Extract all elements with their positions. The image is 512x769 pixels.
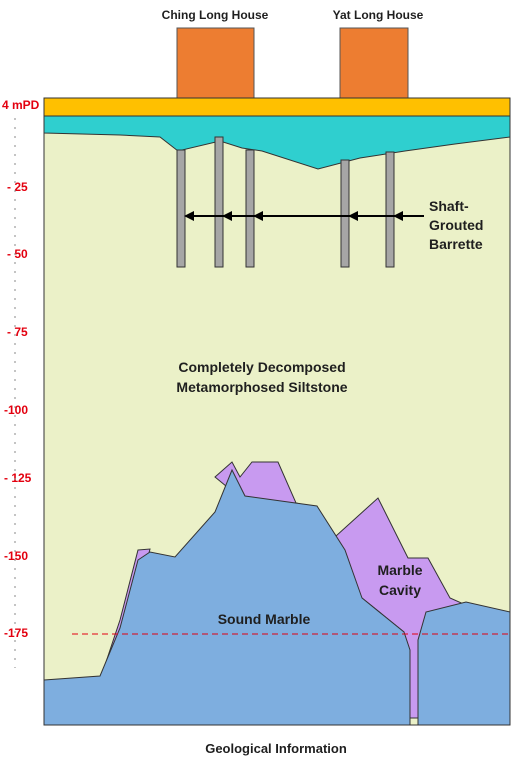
yat-long-house xyxy=(339,27,409,99)
barrette-label-line2: Grouted xyxy=(429,217,483,233)
barrette-2 xyxy=(214,136,224,268)
arrowhead-4 xyxy=(348,211,358,221)
elevation-label-75: - 75 xyxy=(7,325,28,339)
barrette-4 xyxy=(340,159,350,268)
arrowhead-5 xyxy=(393,211,403,221)
yat-long-house-label: Yat Long House xyxy=(333,8,424,22)
elevation-label-25: - 25 xyxy=(7,180,28,194)
elevation-label-4: 4 mPD xyxy=(2,98,40,112)
ching-long-house xyxy=(176,27,255,99)
arrowhead-3 xyxy=(253,211,263,221)
caption: Geological Information xyxy=(205,741,347,756)
barrette-1 xyxy=(176,149,186,268)
barrette-label-line1: Shaft- xyxy=(429,198,469,214)
barrette-5 xyxy=(385,151,395,268)
surface-layer xyxy=(43,97,511,117)
siltstone-label-line2: Metamorphosed Siltstone xyxy=(176,379,347,395)
sound-marble-right xyxy=(417,601,511,726)
barrette-3 xyxy=(245,149,255,268)
siltstone-label-line1: Completely Decomposed xyxy=(178,359,345,375)
arrowhead-1 xyxy=(184,211,194,221)
elevation-label-50: - 50 xyxy=(7,247,28,261)
sound-marble-label: Sound Marble xyxy=(218,611,311,627)
fill-layer xyxy=(43,115,511,170)
ching-long-house-label: Ching Long House xyxy=(162,8,269,22)
elevation-label-125: - 125 xyxy=(4,471,32,485)
arrowhead-2 xyxy=(222,211,232,221)
marble-cavity-label-line1: Marble xyxy=(377,562,422,578)
barrette-label-line3: Barrette xyxy=(429,236,483,252)
elevation-label-175: -175 xyxy=(4,626,28,640)
elevation-label-100: -100 xyxy=(4,403,28,417)
marble-cavity-label-line2: Cavity xyxy=(379,582,421,598)
sound-marble xyxy=(43,468,411,726)
elevation-label-150: -150 xyxy=(4,549,28,563)
